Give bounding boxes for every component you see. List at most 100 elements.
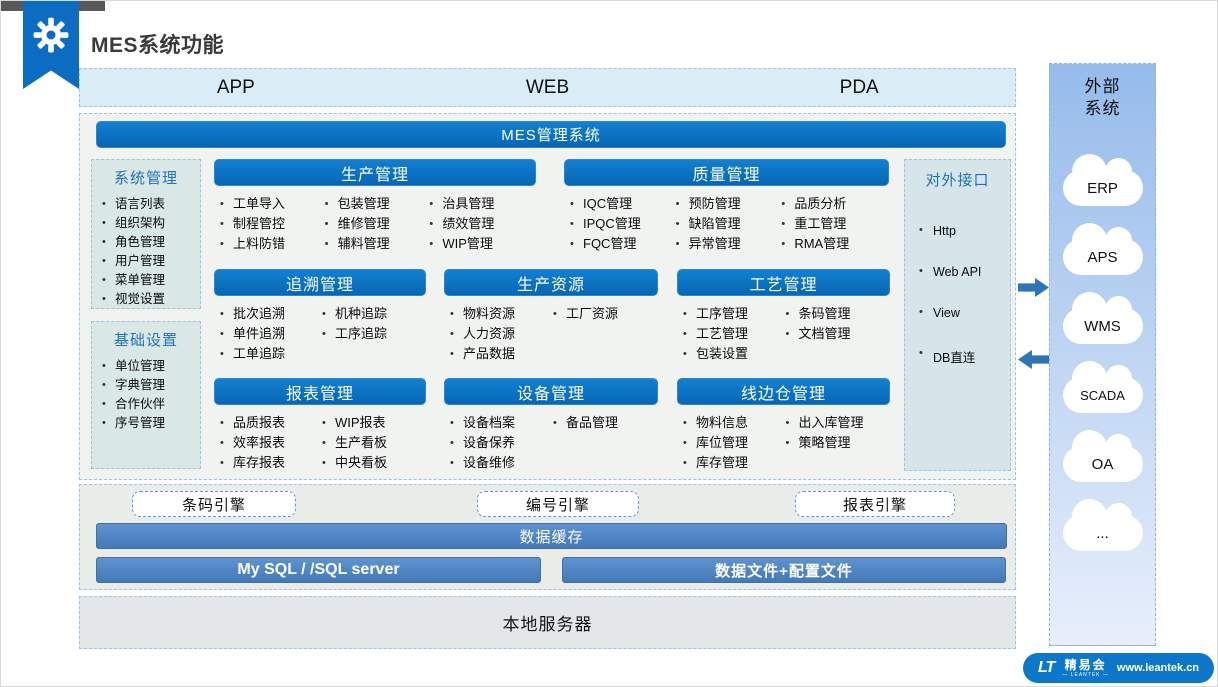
block-header: 生产资源 [444,269,658,296]
panel-list: •语言列表•组织架构•角色管理•用户管理•菜单管理•视觉设置 [92,188,200,309]
client-layer-bar: APP WEB PDA [79,68,1016,107]
list-item-label: 策略管理 [798,435,851,450]
leantek-logo-icon: LT [1037,659,1055,676]
bullet-icon: • [675,238,680,250]
bullet-icon: • [683,437,687,449]
list-item-label: 工单追踪 [233,346,286,361]
list-item: •工序追踪 [322,324,424,344]
list-item: •IQC管理 [570,194,676,214]
bullet-icon: • [785,308,790,320]
block-columns: •IQC管理•IPQC管理•FQC管理•预防管理•缺陷管理•异常管理•品质分析•… [564,186,889,254]
bullet-icon: • [785,417,790,429]
page-title: MES系统功能 [91,34,225,57]
bullet-icon: • [683,457,687,469]
bullet-icon: • [220,218,224,230]
list-item-label: 语言列表 [115,197,166,211]
list-item-label: 物料资源 [463,306,516,321]
bullet-icon: • [675,218,680,230]
bullet-icon: • [570,198,574,210]
list-item: •批次追溯 [220,304,322,324]
block-column: •出入库管理•策略管理 [786,413,889,473]
bullet-icon: • [553,308,557,320]
block-column: •设备档案•设备保养•设备维修 [450,413,553,473]
list-item-label: 包装设置 [696,346,749,361]
list-item: •上料防错 [220,234,325,254]
list-item-label: WIP报表 [335,415,386,430]
cloud-erp: ERP [1062,154,1143,207]
client-pda-label: PDA [839,76,879,98]
block-header: 质量管理 [564,159,889,186]
bullet-icon: • [220,348,224,360]
list-item-label: 字典管理 [115,378,166,392]
list-item-label: 品质报表 [233,415,286,430]
bullet-icon: • [322,328,326,340]
list-item: •WIP管理 [429,234,534,254]
list-item-label: 工单导入 [233,196,286,211]
list-item-label: 制程管控 [233,216,286,231]
block-column: •机种追踪•工序追踪 [322,304,424,364]
list-item: • 工单追踪 [220,344,322,364]
bullet-icon: • [570,238,574,250]
bullet-icon: • [450,437,454,449]
bullet-icon: • [429,218,434,230]
bullet-icon: • [102,398,106,410]
barcode-engine-box: 条码引擎 [132,491,296,517]
list-item: •视觉设置 [102,290,196,309]
bullet-icon: • [450,348,454,360]
list-item: •重工管理 [781,214,887,234]
list-item-label: Http [933,224,956,238]
bullet-icon: • [450,417,454,429]
list-item: •物料信息 [683,413,786,433]
list-item: •维修管理 [325,214,430,234]
list-item: •机种追踪 [322,304,424,324]
function-block: 质量管理•IQC管理•IPQC管理•FQC管理•预防管理•缺陷管理•异常管理•品… [564,159,889,254]
list-item: •辅料管理 [325,234,430,254]
bullet-icon: • [781,198,786,210]
list-item-label: 出入库管理 [798,415,864,430]
function-block: 工艺管理•工序管理•工艺管理•包装设置•条码管理•文档管理 [677,269,890,364]
list-item: •View [919,306,1008,320]
block-column: •品质分析•重工管理•RMA管理 [781,194,887,254]
list-item: •生产看板 [322,433,424,453]
list-item: •库存管理 [683,453,786,473]
list-item: •人力资源 [450,324,553,344]
bullet-icon: • [220,328,224,340]
list-item-label: 视觉设置 [115,292,166,306]
cloud-label: ... [1096,524,1109,542]
bullet-icon: • [102,417,106,429]
bullet-icon: • [322,308,326,320]
external-systems-title: 外部系统 [1050,64,1155,120]
bullet-icon: • [781,218,786,230]
list-item-label: 效率报表 [233,435,286,450]
block-columns: •工序管理•工艺管理•包装设置•条码管理•文档管理 [677,296,890,364]
block-header: 生产管理 [214,159,536,186]
cloud-oa: OA [1062,430,1143,483]
list-item-label: 缺陷管理 [688,216,741,231]
bullet-icon: • [683,348,687,360]
bullet-icon: • [324,238,329,250]
report-engine-box: 报表引擎 [795,491,955,517]
panel-title: 对外接口 [925,172,990,189]
block-columns: •设备档案•设备保养•设备维修•备品管理 [444,405,658,473]
list-item-label: 中央看板 [335,455,388,470]
list-item: •菜单管理 [102,271,196,290]
list-item-label: 绩效管理 [442,216,495,231]
function-block: 报表管理•品质报表•效率报表•库存报表•WIP报表•生产看板•中央看板 [214,378,426,473]
block-header: 追溯管理 [214,269,426,296]
block-column: •预防管理•缺陷管理•异常管理 [676,194,782,254]
bullet-icon: • [220,457,224,469]
list-item: •设备保养 [450,433,553,453]
data-cache-bar: 数据缓存 [96,523,1007,549]
data-files-bar: 数据文件+配置文件 [562,557,1006,583]
list-item: •WIP报表 [322,413,424,433]
bullet-icon: • [919,265,923,277]
basic-settings-panel: 基础设置•单位管理•字典管理•合作伙伴•序号管理 [91,321,201,469]
list-item-label: 用户管理 [115,254,166,268]
bullet-icon: • [919,347,923,359]
list-item: •单件追溯 [220,324,322,344]
list-item: •预防管理 [676,194,782,214]
list-item-label: View [933,306,960,320]
list-item: • 包装设置 [683,344,786,364]
bullet-icon: • [322,437,326,449]
list-item-label: 库位管理 [696,435,749,450]
